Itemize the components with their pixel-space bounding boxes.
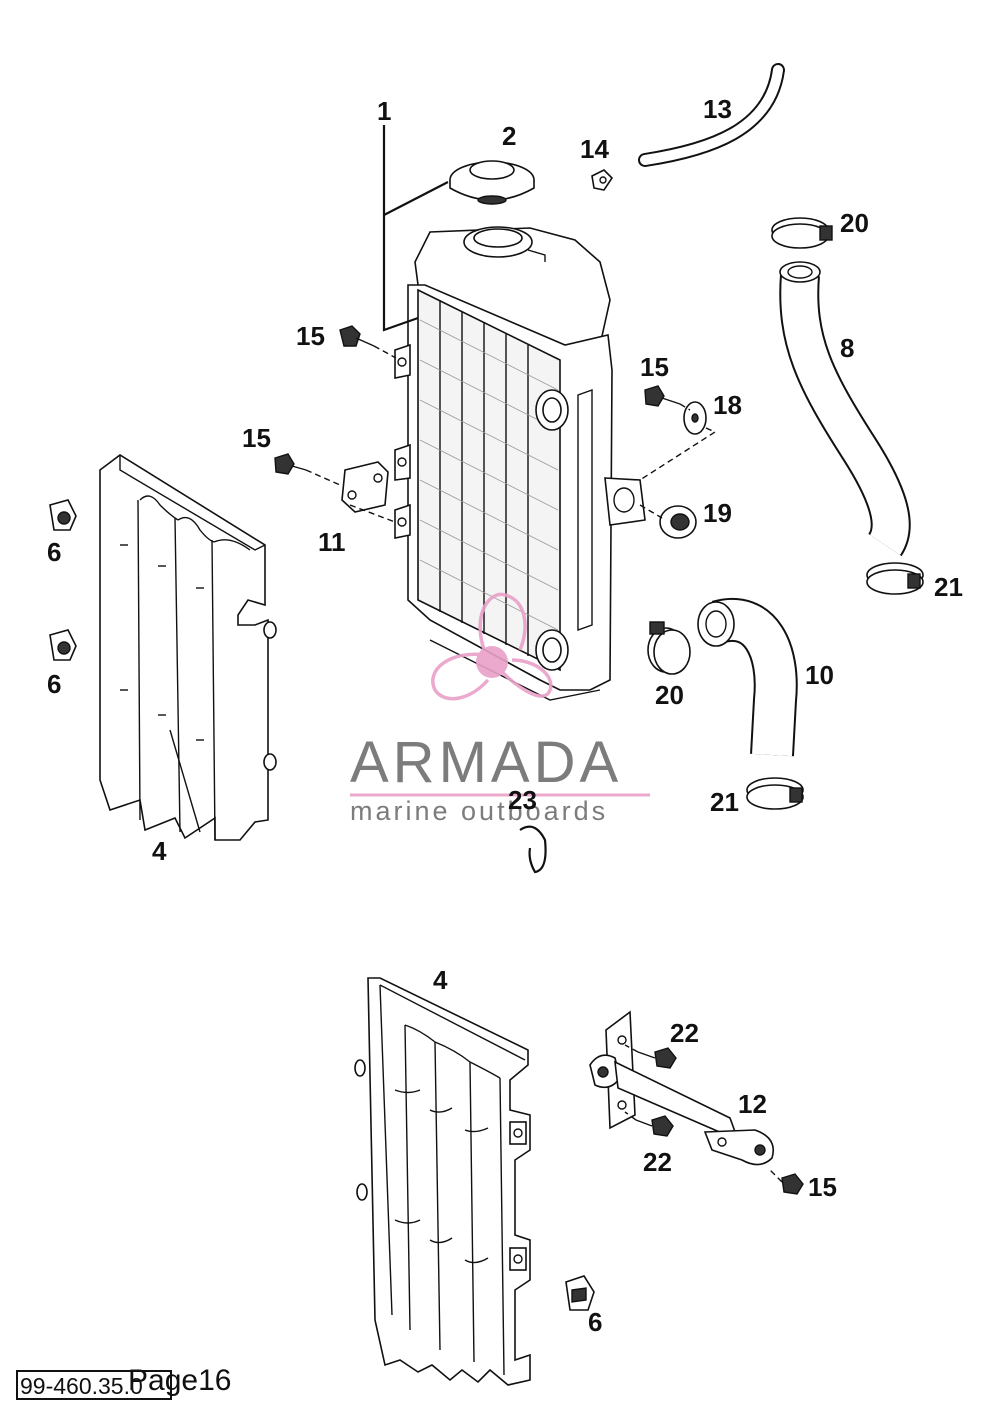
callout-22: 22 bbox=[643, 1147, 672, 1177]
hose-clamp bbox=[771, 217, 833, 249]
callout-6: 6 bbox=[588, 1307, 602, 1337]
support-bracket bbox=[589, 1010, 774, 1166]
radiator-shroud bbox=[354, 977, 531, 1386]
callout-15: 15 bbox=[296, 321, 325, 351]
radiator-shroud bbox=[99, 454, 277, 841]
callout-12: 12 bbox=[738, 1089, 767, 1119]
callout-15: 15 bbox=[640, 352, 669, 382]
hose-clip bbox=[591, 169, 614, 191]
callout-1: 1 bbox=[377, 96, 391, 126]
speed-nut bbox=[49, 499, 77, 531]
callout-18: 18 bbox=[713, 390, 742, 420]
bolt bbox=[644, 385, 681, 407]
washer bbox=[683, 401, 707, 435]
callout-14: 14 bbox=[580, 134, 609, 164]
propeller-logo-icon bbox=[431, 592, 553, 701]
callout-21: 21 bbox=[710, 787, 739, 817]
callout-10: 10 bbox=[805, 660, 834, 690]
callout-21: 21 bbox=[934, 572, 963, 602]
hose-clamp bbox=[866, 562, 924, 595]
radiator-cap bbox=[449, 160, 535, 205]
spring-clip bbox=[519, 825, 547, 874]
rubber-grommet bbox=[659, 505, 697, 539]
bolt bbox=[339, 325, 375, 347]
callout-4: 4 bbox=[152, 836, 167, 866]
callout-19: 19 bbox=[703, 498, 732, 528]
callout-6: 6 bbox=[47, 669, 61, 699]
bolt bbox=[274, 453, 307, 475]
callout-11: 11 bbox=[318, 527, 346, 557]
speed-nut bbox=[49, 629, 77, 661]
callout-23: 23 bbox=[508, 785, 537, 815]
bolt bbox=[635, 1115, 674, 1137]
callout-20: 20 bbox=[840, 208, 869, 238]
watermark-subtitle: marine outboards bbox=[350, 796, 608, 826]
callout-4: 4 bbox=[433, 965, 448, 995]
callout-8: 8 bbox=[840, 333, 854, 363]
mounting-bracket bbox=[341, 461, 389, 513]
callout-13: 13 bbox=[703, 94, 732, 124]
callout-6: 6 bbox=[47, 537, 61, 567]
callout-2: 2 bbox=[502, 121, 516, 151]
watermark-title: ARMADA bbox=[350, 730, 622, 795]
bolt bbox=[637, 1047, 677, 1069]
callout-20: 20 bbox=[655, 680, 684, 710]
armada-watermark: ARMADA marine outboards bbox=[350, 592, 650, 826]
diagram-code: 99-460.35.0 bbox=[20, 1373, 143, 1399]
radiator-hose-upper bbox=[779, 261, 911, 557]
callout-22: 22 bbox=[670, 1018, 699, 1048]
hose-clamp bbox=[647, 621, 691, 675]
callout-15: 15 bbox=[808, 1172, 837, 1202]
page-number: Page16 bbox=[128, 1364, 232, 1397]
bolt bbox=[781, 1173, 804, 1195]
diagram-code-box bbox=[16, 1370, 172, 1400]
speed-nut bbox=[565, 1275, 595, 1311]
radiator-hose-lower bbox=[697, 598, 798, 757]
hose-clamp bbox=[746, 777, 804, 810]
callout-15: 15 bbox=[242, 423, 271, 453]
radiator bbox=[394, 226, 646, 701]
